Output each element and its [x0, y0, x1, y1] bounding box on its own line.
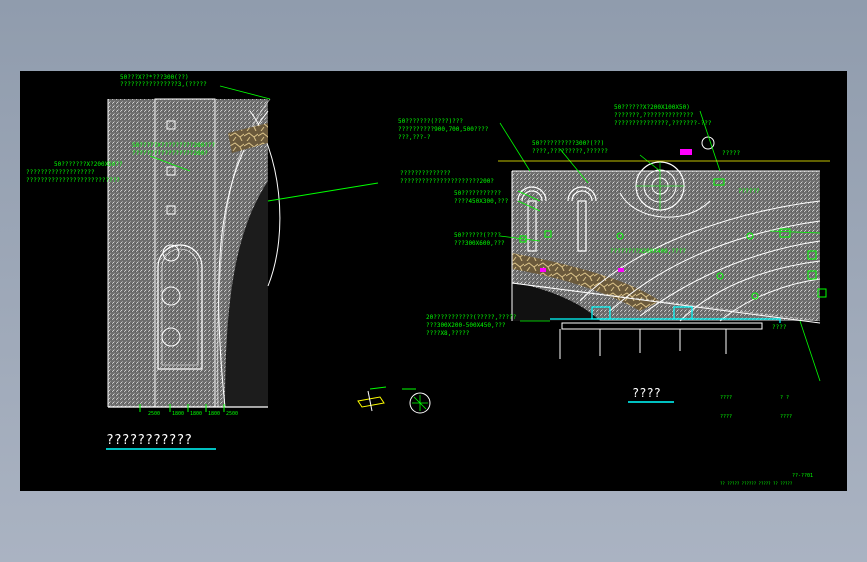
left-plan: 50???X??*???300(??) ????????????????3,(?…	[26, 74, 379, 450]
right-note-d2: ??????????????????????200?	[400, 178, 494, 185]
right-note-g1: 20???????????(?????,?????	[426, 314, 517, 321]
right-plan-foundation	[511, 282, 821, 359]
title-block-cell-1: ????	[720, 395, 732, 401]
left-plan-dim-3: 1800	[190, 411, 202, 417]
right-plan-title: ????	[632, 386, 661, 400]
left-plan-dim-2: 1800	[172, 411, 184, 417]
left-plan-dim-1: 2500	[148, 411, 160, 417]
left-plan-top-note-2: ????????????????3,(?????	[120, 81, 207, 88]
right-note-b1: 50??????X?200X100X50)	[614, 104, 690, 111]
right-note-e2: ????450X300,???	[454, 198, 509, 205]
right-note-f2: ???300X600,???	[454, 240, 505, 247]
right-callout-2: ??????	[738, 188, 760, 195]
left-plan-dim-5: 2500	[226, 411, 238, 417]
right-note-e1: 50???????????	[454, 190, 501, 197]
left-plan-title: ???????????	[106, 433, 192, 448]
left-plan-dim-4: 1800	[208, 411, 220, 417]
detail-symbols	[357, 386, 431, 414]
right-note-a1: 50???????(????)???	[398, 118, 463, 125]
right-note-h1: ????????X200X400,????	[610, 248, 686, 255]
title-block-cell-4: ????	[780, 414, 792, 420]
right-plan-fountain	[619, 161, 711, 218]
title-block-cell-2: ? ?	[780, 395, 789, 401]
right-note-c2: ????,?????????,??????	[532, 148, 608, 155]
right-plan-symbols	[519, 178, 827, 300]
cad-drawing-canvas[interactable]: 50???X??*???300(??) ????????????????3,(?…	[20, 71, 847, 491]
title-block: ???? ? ? ???? ???? ??-??01 ?? ????? ????…	[720, 395, 813, 486]
left-plan-fountains	[161, 120, 181, 347]
right-callout-1: ?????	[722, 150, 740, 157]
right-note-c1: 50??????????300?(??)	[532, 140, 604, 147]
left-plan-dimension-ticks	[139, 404, 225, 412]
right-note-g3: ????X8,?????	[426, 330, 470, 337]
left-plan-side-note-1: 50???????X?200X50??	[54, 161, 123, 168]
right-note-d1: ??????????????	[400, 170, 451, 177]
right-note-g2: ???300X200-500X450,???	[426, 322, 506, 329]
left-plan-leader	[267, 182, 379, 202]
left-plan-mid-note-2: ?????????????????200?	[132, 150, 208, 157]
cad-drawing: 50???X??*???300(??) ????????????????3,(?…	[26, 74, 830, 486]
left-plan-pool	[157, 244, 203, 370]
right-note-a2: ??????????900,700,500????	[398, 126, 489, 133]
right-note-b2: ???????,??????????????	[614, 112, 694, 119]
left-plan-stone-band	[228, 123, 268, 153]
right-note-a3: ???,???-?	[398, 134, 431, 141]
title-block-cell-3: ????	[720, 414, 732, 420]
left-plan-side-note-2: ???????????????????	[26, 169, 95, 176]
left-plan-curve-inner	[217, 98, 271, 408]
right-plan-arch-niches	[517, 186, 597, 252]
right-callout-3: ????	[772, 324, 787, 331]
right-plan-tree	[701, 136, 715, 150]
left-plan-mid-note-1: 50?????X?????????200???	[132, 142, 215, 149]
left-plan-lawn	[225, 181, 268, 407]
right-note-b3: ???????????????,???????-???	[614, 120, 712, 127]
right-note-f1: 50??????(????	[454, 232, 501, 239]
title-block-footer: ?? ????? ?????? ????? ?? ?????	[720, 481, 793, 486]
title-block-drawing-no: ??-??01	[792, 473, 813, 479]
left-plan-top-note-1: 50???X??*???300(??)	[120, 74, 189, 81]
right-plan-pipes	[550, 306, 781, 323]
left-plan-side-note-3: ??????????????????????????	[26, 177, 120, 184]
right-plan: 50???????(????)??? ??????????900,700,500…	[398, 104, 830, 403]
right-plan-lawn	[512, 283, 600, 321]
